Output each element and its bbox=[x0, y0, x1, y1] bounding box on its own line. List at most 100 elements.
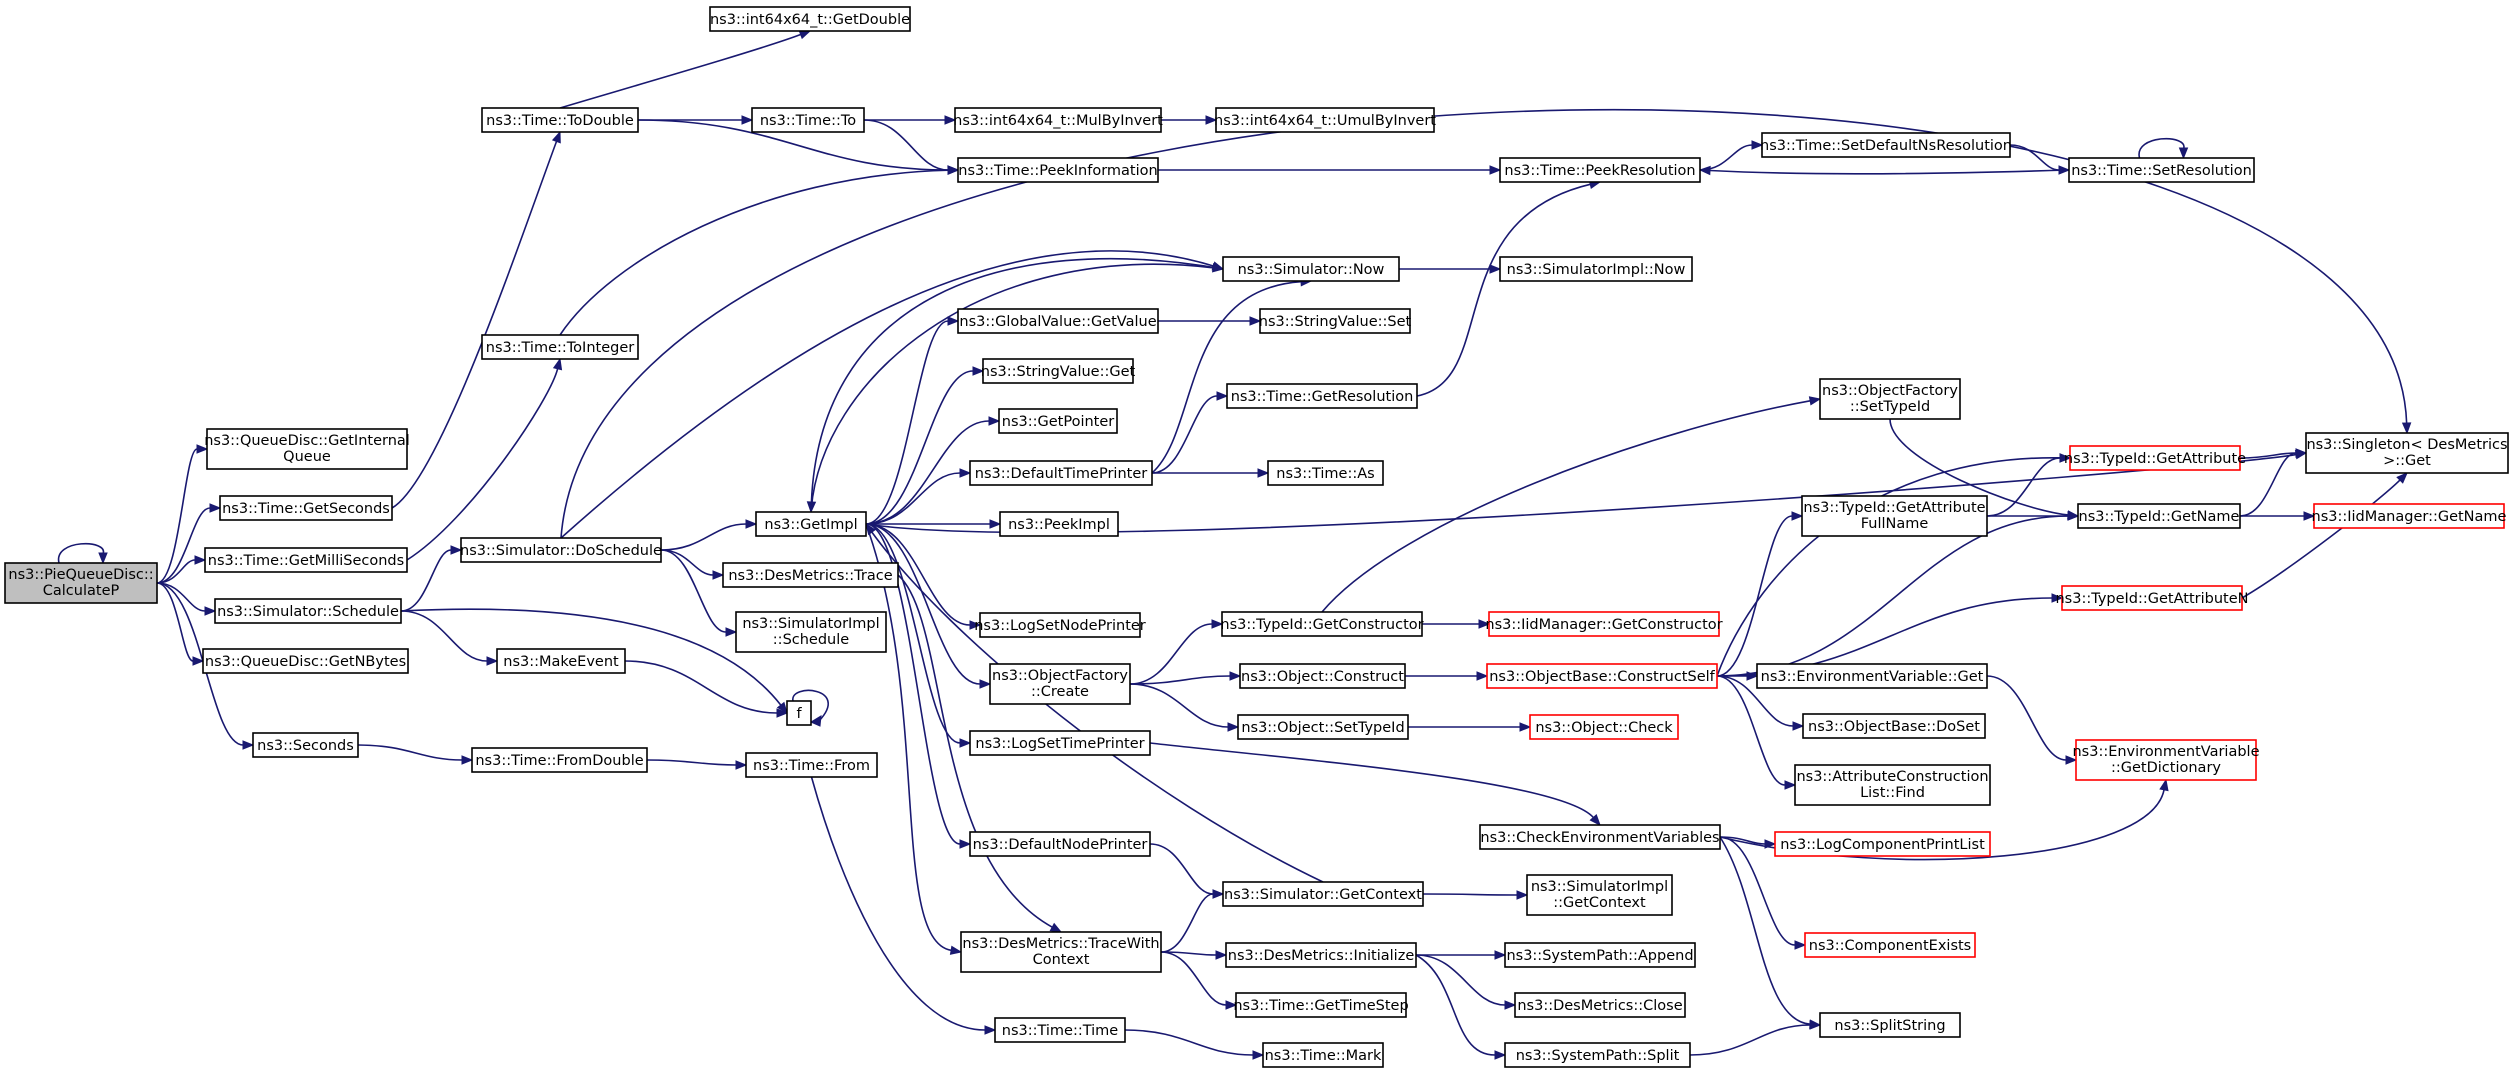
node-schedule[interactable]: ns3::Simulator::Schedule bbox=[214, 598, 402, 624]
node-check-env-vars[interactable]: ns3::CheckEnvironmentVariables bbox=[1479, 824, 1721, 850]
node-get-double[interactable]: ns3::int64x64_t::GetDouble bbox=[709, 6, 911, 32]
edge-schedule-doSchedule bbox=[400, 545, 463, 612]
node-obj-construct[interactable]: ns3::Object::Construct bbox=[1239, 663, 1406, 689]
node-construct-self[interactable]: ns3::ObjectBase::ConstructSelf bbox=[1486, 663, 1718, 689]
node-label: ns3::Time::SetDefaultNsResolution bbox=[1760, 138, 2012, 154]
node-box bbox=[1486, 663, 1718, 689]
node-get-impl[interactable]: ns3::GetImpl bbox=[755, 511, 867, 537]
node-set-default-ns-res[interactable]: ns3::Time::SetDefaultNsResolution bbox=[1760, 132, 2012, 158]
node-sim-get-context[interactable]: ns3::Simulator::GetContext bbox=[1222, 881, 1424, 907]
node-iid-get-name[interactable]: ns3::IidManager::GetName bbox=[2312, 503, 2507, 529]
node-impl-get-context[interactable]: ns3::SimulatorImpl::GetContext bbox=[1526, 874, 1673, 916]
node-comp-exists[interactable]: ns3::ComponentExists bbox=[1804, 932, 1976, 958]
node-get-pointer[interactable]: ns3::GetPointer bbox=[998, 408, 1118, 434]
edge-arrow bbox=[776, 708, 789, 718]
node-peek-resolution[interactable]: ns3::Time::PeekResolution bbox=[1499, 157, 1701, 183]
edge-arrow bbox=[209, 503, 222, 513]
node-time-time[interactable]: ns3::Time::Time bbox=[994, 1017, 1126, 1043]
edge-arrow bbox=[1227, 722, 1240, 732]
edge-line bbox=[156, 448, 198, 584]
node-get-constructor[interactable]: ns3::TypeId::GetConstructor bbox=[1220, 611, 1424, 637]
node-time-as[interactable]: ns3::Time::As bbox=[1267, 460, 1384, 486]
node-des-init[interactable]: ns3::DesMetrics::Initialize bbox=[1225, 942, 1417, 968]
node-default-node-printer[interactable]: ns3::DefaultNodePrinter bbox=[969, 831, 1151, 857]
node-obj-set-type-id[interactable]: ns3::Object::SetTypeId bbox=[1237, 714, 1409, 740]
node-sv-set[interactable]: ns3::StringValue::Set bbox=[1259, 308, 1412, 334]
node-sv-get[interactable]: ns3::StringValue::Get bbox=[981, 358, 1136, 384]
node-default-time-printer[interactable]: ns3::DefaultTimePrinter bbox=[969, 460, 1153, 486]
edge-arrow bbox=[1494, 1050, 1507, 1060]
node-umul-by-invert[interactable]: ns3::int64x64_t::UmulByInvert bbox=[1214, 107, 1436, 133]
node-time-mark[interactable]: ns3::Time::Mark bbox=[1262, 1042, 1384, 1068]
node-log-set-time-printer[interactable]: ns3::LogSetTimePrinter bbox=[969, 730, 1151, 756]
node-des-close[interactable]: ns3::DesMetrics::Close bbox=[1514, 992, 1686, 1018]
node-from-double[interactable]: ns3::Time::FromDouble bbox=[471, 747, 648, 773]
node-time-to[interactable]: ns3::Time::To bbox=[751, 107, 865, 133]
node-iid-get-constructor[interactable]: ns3::IidManager::GetConstructor bbox=[1485, 611, 1723, 637]
edge-arrow bbox=[551, 130, 561, 144]
node-impl-schedule[interactable]: ns3::SimulatorImpl::Schedule bbox=[735, 611, 887, 653]
node-root[interactable]: ns3::PieQueueDisc::CalculateP bbox=[4, 562, 158, 604]
node-label: ns3::QueueDisc::GetNBytes bbox=[205, 654, 406, 670]
node-split-string[interactable]: ns3::SplitString bbox=[1819, 1012, 1961, 1038]
edge-line bbox=[792, 689, 829, 722]
node-type-id-get-name[interactable]: ns3::TypeId::GetName bbox=[2077, 503, 2241, 529]
node-peek-impl[interactable]: ns3::PeekImpl bbox=[999, 511, 1119, 537]
node-mul-by-invert[interactable]: ns3::int64x64_t::MulByInvert bbox=[953, 107, 1163, 133]
node-label: ns3::Singleton< DesMetrics bbox=[2306, 437, 2507, 453]
edge-line bbox=[660, 549, 727, 633]
edge-root-getMilliSeconds bbox=[156, 555, 207, 584]
node-get-resolution[interactable]: ns3::Time::GetResolution bbox=[1226, 383, 1418, 409]
node-singleton-get[interactable]: ns3::Singleton< DesMetrics>::Get bbox=[2305, 432, 2509, 474]
node-do-set[interactable]: ns3::ObjectBase::DoSet bbox=[1802, 713, 1986, 739]
node-log-comp-print-list[interactable]: ns3::LogComponentPrintList bbox=[1774, 831, 1991, 857]
node-get-attribute-n[interactable]: ns3::TypeId::GetAttributeN bbox=[2055, 585, 2249, 611]
node-get-milli-seconds[interactable]: ns3::Time::GetMilliSeconds bbox=[204, 547, 408, 573]
edge-line bbox=[156, 507, 211, 584]
node-to-integer[interactable]: ns3::Time::ToInteger bbox=[481, 334, 639, 360]
edge-line bbox=[1716, 515, 2069, 677]
node-env-get[interactable]: ns3::EnvironmentVariable::Get bbox=[1756, 663, 1988, 689]
node-of-create[interactable]: ns3::ObjectFactory::Create bbox=[989, 663, 1131, 705]
node-label: ::GetContext bbox=[1553, 895, 1646, 911]
node-peek-information[interactable]: ns3::Time::PeekInformation bbox=[957, 157, 1159, 183]
edge-arrow bbox=[988, 416, 1001, 426]
node-box bbox=[1801, 495, 1988, 537]
node-box bbox=[1529, 714, 1679, 740]
node-box bbox=[1215, 107, 1435, 133]
node-env-get-dict[interactable]: ns3::EnvironmentVariable::GetDictionary bbox=[2072, 739, 2260, 781]
edge-arrow bbox=[959, 468, 972, 478]
node-obj-check[interactable]: ns3::Object::Check bbox=[1529, 714, 1679, 740]
node-do-schedule[interactable]: ns3::Simulator::DoSchedule bbox=[460, 537, 662, 563]
node-get-attribute[interactable]: ns3::TypeId::GetAttribute bbox=[2064, 445, 2246, 471]
node-get-n-bytes[interactable]: ns3::QueueDisc::GetNBytes bbox=[202, 648, 409, 674]
node-f[interactable]: f bbox=[786, 700, 812, 726]
edge-line bbox=[1709, 169, 2070, 175]
node-to-double[interactable]: ns3::Time::ToDouble bbox=[481, 107, 639, 133]
node-make-event[interactable]: ns3::MakeEvent bbox=[496, 648, 626, 674]
node-set-resolution[interactable]: ns3::Time::SetResolution bbox=[2068, 157, 2255, 183]
node-des-trace[interactable]: ns3::DesMetrics::Trace bbox=[722, 562, 899, 588]
node-get-seconds[interactable]: ns3::Time::GetSeconds bbox=[219, 495, 393, 521]
node-box bbox=[969, 730, 1151, 756]
node-sim-now[interactable]: ns3::Simulator::Now bbox=[1222, 256, 1400, 282]
node-log-set-node-printer[interactable]: ns3::LogSetNodePrinter bbox=[974, 612, 1146, 638]
node-sp-split[interactable]: ns3::SystemPath::Split bbox=[1504, 1042, 1691, 1068]
node-label: ns3::MakeEvent bbox=[503, 654, 619, 670]
node-seconds[interactable]: ns3::Seconds bbox=[252, 732, 359, 758]
node-of-set-type-id[interactable]: ns3::ObjectFactory::SetTypeId bbox=[1819, 378, 1961, 420]
node-sp-append[interactable]: ns3::SystemPath::Append bbox=[1504, 942, 1696, 968]
node-gv-get-value[interactable]: ns3::GlobalValue::GetValue bbox=[957, 308, 1159, 334]
node-label: f bbox=[796, 706, 802, 722]
node-time-from[interactable]: ns3::Time::From bbox=[745, 752, 878, 778]
edge-arrow bbox=[947, 165, 960, 176]
edge-arrow bbox=[1751, 140, 1764, 150]
node-box bbox=[1226, 383, 1418, 409]
node-get-time-step[interactable]: ns3::Time::GetTimeStep bbox=[1233, 992, 1409, 1018]
node-label: ns3::LogSetTimePrinter bbox=[975, 736, 1144, 752]
node-impl-now[interactable]: ns3::SimulatorImpl::Now bbox=[1499, 256, 1693, 282]
